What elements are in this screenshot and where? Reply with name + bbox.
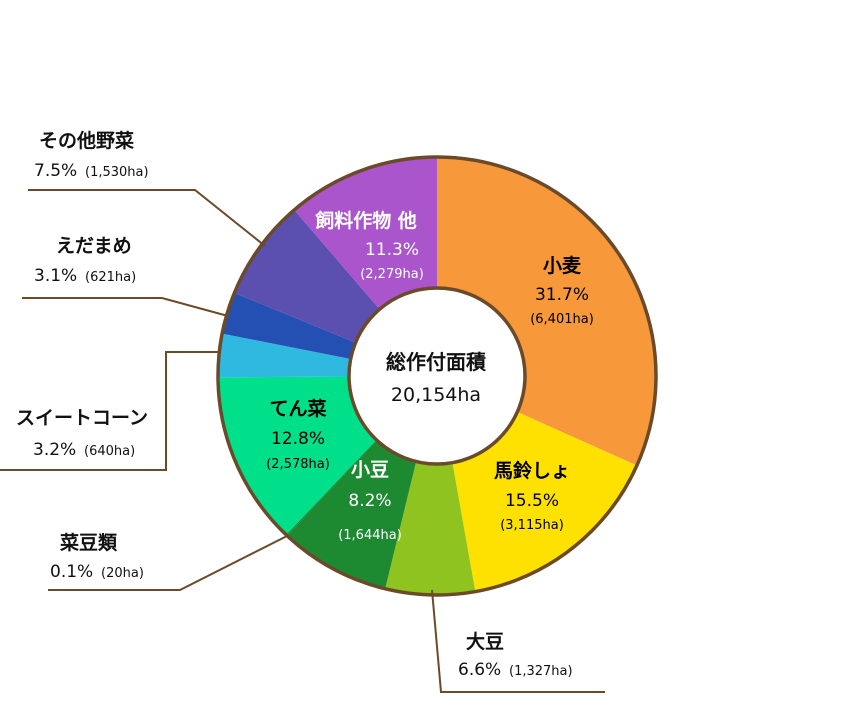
label-sonota-yasai-name: その他野菜	[39, 129, 134, 152]
label-shiryo-name: 飼料作物 他	[314, 209, 417, 232]
label-shiryo-area: (2,279ha)	[360, 267, 424, 282]
label-daizu-pct: 6.6%	[458, 660, 501, 680]
label-azuki-name: 小豆	[351, 459, 389, 481]
label-komugi: 小麦 31.7% (6,401ha)	[530, 254, 594, 327]
label-bareisho: 馬鈴しょ 15.5% (3,115ha)	[494, 459, 570, 533]
label-saitourui-pct: 0.1%	[50, 562, 93, 582]
label-bareisho-name: 馬鈴しょ	[494, 459, 570, 482]
leader-sweetcorn	[0, 351, 220, 471]
leader-lines	[0, 189, 605, 693]
label-saitourui-name: 菜豆類	[59, 531, 118, 554]
label-sonota-yasai-area: (1,530ha)	[85, 165, 149, 180]
label-saitourui-area: (20ha)	[101, 566, 144, 581]
label-komugi-area: (6,401ha)	[530, 312, 594, 327]
label-edamame: えだまめ 3.1% (621ha)	[34, 235, 136, 286]
slice-4	[286, 439, 377, 536]
label-saitourui: 菜豆類 0.1% (20ha)	[50, 531, 144, 582]
label-azuki: 小豆 8.2% (1,644ha)	[338, 459, 402, 543]
label-sonota-yasai: その他野菜 7.5% (1,530ha)	[34, 129, 149, 181]
label-daizu: 大豆 6.6% (1,327ha)	[458, 630, 573, 680]
label-sweetcorn-name: スイートコーン	[16, 407, 148, 429]
label-azuki-pct: 8.2%	[348, 491, 391, 511]
label-shiryo: 飼料作物 他 11.3% (2,279ha)	[314, 209, 424, 282]
donut-outer-border	[216, 155, 658, 597]
label-sweetcorn-area: (640ha)	[84, 444, 135, 459]
label-daizu-name: 大豆	[466, 630, 504, 653]
label-tensai: てん菜 12.8% (2,578ha)	[266, 397, 330, 472]
label-edamame-area: (621ha)	[85, 270, 136, 285]
slice-9	[294, 157, 437, 310]
label-shiryo-pct: 11.3%	[365, 240, 419, 260]
label-edamame-pct: 3.1%	[34, 266, 77, 286]
label-sweetcorn: スイートコーン 3.2% (640ha)	[16, 407, 148, 460]
label-tensai-area: (2,578ha)	[266, 457, 330, 472]
label-bareisho-area: (3,115ha)	[500, 518, 564, 533]
donut-inner-border	[347, 286, 527, 466]
label-sweetcorn-pct: 3.2%	[33, 440, 76, 460]
slice-7	[222, 292, 356, 359]
label-komugi-pct: 31.7%	[535, 285, 589, 305]
label-komugi-name: 小麦	[543, 254, 582, 277]
label-azuki-area: (1,644ha)	[338, 528, 402, 543]
label-tensai-pct: 12.8%	[271, 429, 325, 449]
slice-2	[385, 461, 476, 595]
slice-3	[287, 440, 417, 589]
label-tensai-name: てん菜	[269, 397, 326, 420]
leader-daizu	[431, 589, 605, 693]
slice-1	[452, 411, 637, 592]
center-title: 総作付面積	[386, 350, 487, 374]
leader-edamame	[22, 297, 229, 317]
slice-0	[437, 157, 656, 466]
label-bareisho-pct: 15.5%	[505, 491, 559, 511]
label-edamame-name: えだまめ	[56, 235, 132, 257]
donut-border	[216, 155, 658, 597]
slice-5	[218, 376, 377, 535]
slice-8	[234, 209, 380, 343]
label-sonota-yasai-pct: 7.5%	[34, 161, 77, 181]
leader-saitourui	[48, 535, 288, 591]
leader-sonota-yasai	[28, 189, 266, 247]
label-daizu-area: (1,327ha)	[509, 664, 573, 679]
donut-slices	[218, 157, 656, 595]
center-total: 20,154ha	[391, 384, 481, 406]
slice-6	[218, 333, 351, 378]
